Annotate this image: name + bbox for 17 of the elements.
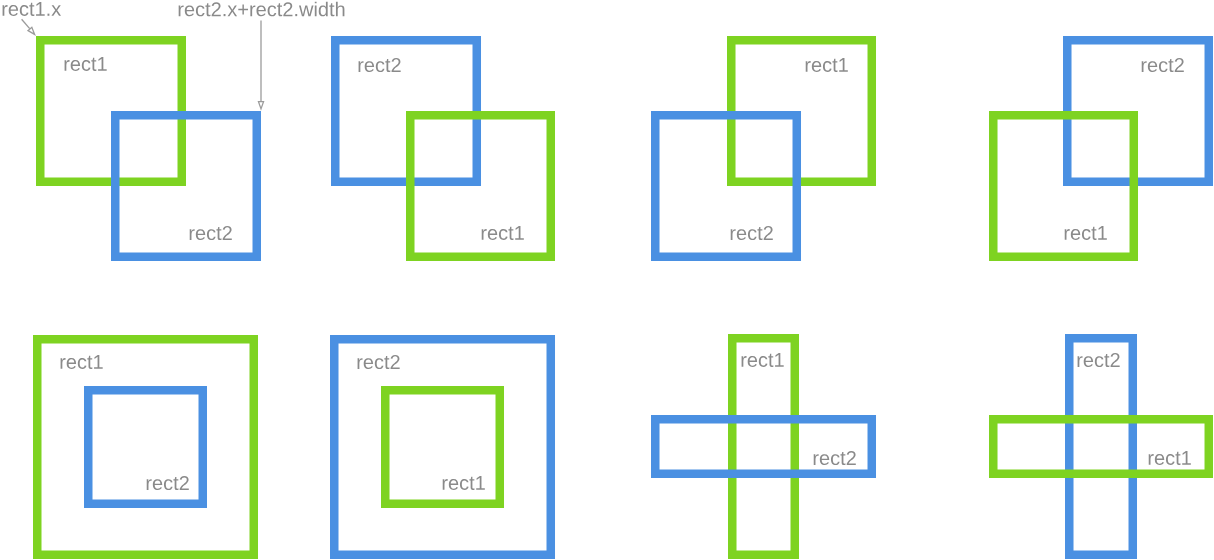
rectangle-outline: rect2 (1063, 36, 1213, 186)
rectangle-outline: rect2 (331, 36, 481, 186)
rectangle-outline: rect1 (36, 36, 186, 186)
leader-arrow (20, 18, 36, 36)
rectangle-outline: rect1 (989, 111, 1138, 261)
rectangle-outline: rect1 (728, 334, 799, 559)
annotation-label: rect1.x (2, 2, 61, 16)
rectangle-outline: rect2 (111, 111, 261, 261)
rectangle-outline: rect2 (1065, 334, 1137, 559)
rectangle-outline: rect2 (651, 111, 801, 261)
rectangle-outline: rect1 (406, 111, 555, 261)
rectangle-outline: rect1 (727, 36, 876, 186)
rectangle-outline: rect2 (651, 415, 876, 478)
annotation-label: rect2.x+rect2.width (178, 1, 345, 17)
rectangle-outline: rect1 (989, 415, 1213, 478)
rectangle-outline: rect1 (381, 386, 504, 508)
rectangle-outline: rect2 (84, 386, 207, 508)
